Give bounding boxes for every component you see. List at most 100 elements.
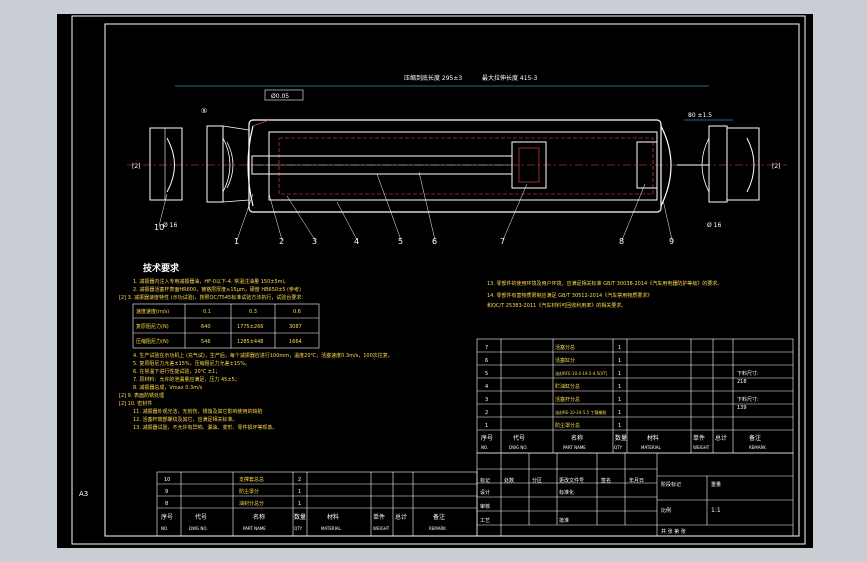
speed-row-1-v2: 1775±266 xyxy=(237,324,263,330)
bom-left-grid xyxy=(156,471,478,537)
bom-l-qty-10: 2 xyxy=(298,477,301,483)
tb-scale-value: 1:1 xyxy=(711,507,721,514)
bom-l-he-qty: QTY xyxy=(294,526,303,531)
bom-l-h-qty: 数量 xyxy=(294,513,306,521)
bom-l-he-no: NO. xyxy=(161,526,168,531)
tb-scale: 比例 xyxy=(661,507,671,514)
speed-row-1-label: 复原阻尼力(N) xyxy=(136,323,169,330)
reservoir-tube xyxy=(268,131,658,201)
speed-header-1: 0.1 xyxy=(203,309,211,315)
tb-review: 审核 xyxy=(480,503,490,510)
bom-r-he-code: DWG NO. xyxy=(509,445,528,450)
bom-r-qty-4: 1 xyxy=(618,384,621,390)
piston-valve xyxy=(518,147,540,183)
bom-r-no-2: 2 xyxy=(485,410,488,416)
tech-req-line-7: 7. 原材料：允许的泄漏量应满足，压力 45±5； xyxy=(133,376,240,383)
left-eye-link-bottom xyxy=(222,199,250,203)
left-eye-link-top xyxy=(222,125,250,131)
bom-r-he-mat: MATERIAL xyxy=(641,445,662,450)
bom-r-h-qty: 数量 xyxy=(615,434,627,442)
bom-r-qty-5: 1 xyxy=(618,371,621,377)
bom-right-grid xyxy=(476,338,794,454)
bom-l-h-remark: 备注 xyxy=(433,513,445,521)
right-dia-dim: Ø 16 xyxy=(707,222,721,229)
right-rubber-bush xyxy=(746,137,755,193)
bom-l-he-mat: MATERIAL xyxy=(321,526,342,531)
bom-r-he-weight: WEIGHT xyxy=(693,445,710,450)
speed-header-0: 速度速度(m/s) xyxy=(136,308,169,315)
bom-r-h-unit: 单件 xyxy=(693,434,705,442)
tb-process: 工艺 xyxy=(480,518,490,524)
bom-l-h-code: 代号 xyxy=(195,513,207,521)
pressure-tube xyxy=(278,137,654,195)
tech-req-line-11: 11. 减振器外观光洁，无划伤，锈蚀及其它影响使用的缺陷 xyxy=(133,408,263,415)
balloon-7: 7 xyxy=(500,237,505,246)
tb-count: 处数 xyxy=(504,477,514,484)
tech-req-line-5: 5. 复原阻尼力允差±15%，压缩阻尼力允差±15%。 xyxy=(133,360,250,367)
bom-r-h-code: 代号 xyxy=(513,434,525,442)
bom-r-h-total: 总计 xyxy=(715,434,727,442)
ring-mark-right: [2] xyxy=(772,163,781,170)
speed-row-2-v3: 1664 xyxy=(289,339,302,345)
tech-req-line-3: [2] 3. 减振器速度特性 (示功试验)，按照QC/T545标准试验方法执行，… xyxy=(119,294,306,301)
tech-req-line-1: 1. 减振器内注入专用减振器油，HF-0以下-4. 常温注油量 150±5ml。 xyxy=(133,278,289,285)
right-bush-sleeve xyxy=(708,125,728,203)
balloon-8: 8 xyxy=(619,237,624,246)
bom-r-name-4: 贮油缸分总 xyxy=(555,383,580,390)
bom-l-he-remark: REMARK xyxy=(429,526,446,531)
tb-mark: 标记 xyxy=(480,477,490,484)
bom-r-name-6: 活塞缸分 xyxy=(555,357,575,364)
tech-req-line-8: 8. 减振器总成，Vmax 0.3m/s xyxy=(133,384,203,391)
tech-req-line-12: 12. 活塞杆端部螺纹及其它，应满足相关标准。 xyxy=(133,416,238,423)
bom-r-name-5: 油封RFE-10.4-19.5-4.5(VT) xyxy=(555,370,608,376)
balloon-1: 1 xyxy=(234,237,239,246)
bom-r-note-4: 139 xyxy=(737,405,747,411)
bom-l-h-mat: 材料 xyxy=(327,513,339,521)
balloon-5: 5 xyxy=(398,237,403,246)
sheet-size-label: A3 xyxy=(79,490,88,498)
speed-row-1-v1: 640 xyxy=(201,324,211,330)
left-rubber-bush xyxy=(166,137,175,193)
bom-l-qty-8: 1 xyxy=(298,501,301,507)
right-dim-text: 80 ±1.5 xyxy=(688,112,712,119)
left-bush-sleeve xyxy=(206,125,224,203)
balloon-3: 3 xyxy=(312,237,317,246)
balloon-2: 2 xyxy=(279,237,284,246)
bom-r-name-1: 防尘罩分总 xyxy=(555,422,580,429)
bom-l-name-8: 油封分总分 xyxy=(239,500,264,507)
right-req-line-3: 和QC/T 25383-2011《汽车材料可回收利用率》的相关要求。 xyxy=(487,302,626,309)
tb-zone: 分区 xyxy=(532,477,542,484)
tb-stage: 阶段标记 xyxy=(661,481,681,488)
bom-r-name-3: 活塞杆分总 xyxy=(555,396,580,403)
bom-l-name-9: 防尘罩分 xyxy=(239,488,259,495)
bom-r-qty-1: 1 xyxy=(618,423,621,429)
bom-l-h-unit: 单件 xyxy=(373,513,385,521)
tb-change-doc: 更改文件号 xyxy=(559,477,584,484)
bom-r-name-2: 油封RE-10-24-5.5 丁腈橡胶 xyxy=(555,409,606,415)
right-eye-outer xyxy=(726,127,760,201)
bom-right-rows: 7 活塞分总 1 6 活塞缸分 1 5 油封RFE-10.4-19.5-4.5(… xyxy=(481,344,766,450)
piston-assembly xyxy=(511,141,547,189)
oil-seal-mark xyxy=(252,119,270,127)
bom-r-note-2: 218 xyxy=(737,379,747,385)
bom-l-h-total: 总计 xyxy=(395,513,407,521)
tb-weight: 重量 xyxy=(711,481,721,488)
left-dia-dim: Ø 16 xyxy=(163,222,177,229)
leader-lines xyxy=(158,171,673,241)
tech-req-line-4: 4. 生产试验在示功机上 (充气试)，生产后，每个减振器应进行100mm，温度2… xyxy=(133,352,393,359)
bom-l-h-no: 序号 xyxy=(161,513,173,521)
ring-mark-left: [2] xyxy=(132,163,141,170)
bom-r-h-mat: 材料 xyxy=(647,434,659,442)
bom-r-no-5: 5 xyxy=(485,371,488,377)
left-eye-outer xyxy=(149,127,183,201)
bom-r-name-7: 活塞分总 xyxy=(555,344,575,351)
balloon-6: 6 xyxy=(432,237,437,246)
speed-table-grid xyxy=(132,303,320,349)
speed-header-3: 0.6 xyxy=(293,309,301,315)
bom-l-h-name: 名称 xyxy=(253,513,265,521)
tolerance-frame xyxy=(264,89,304,101)
tech-req-title: 技术要求 xyxy=(143,262,180,274)
compressed-length-dim: 压缩到底长度 295±3 xyxy=(404,74,462,82)
bom-r-he-remark: REMARK xyxy=(749,445,766,450)
bom-r-qty-2: 1 xyxy=(618,410,621,416)
